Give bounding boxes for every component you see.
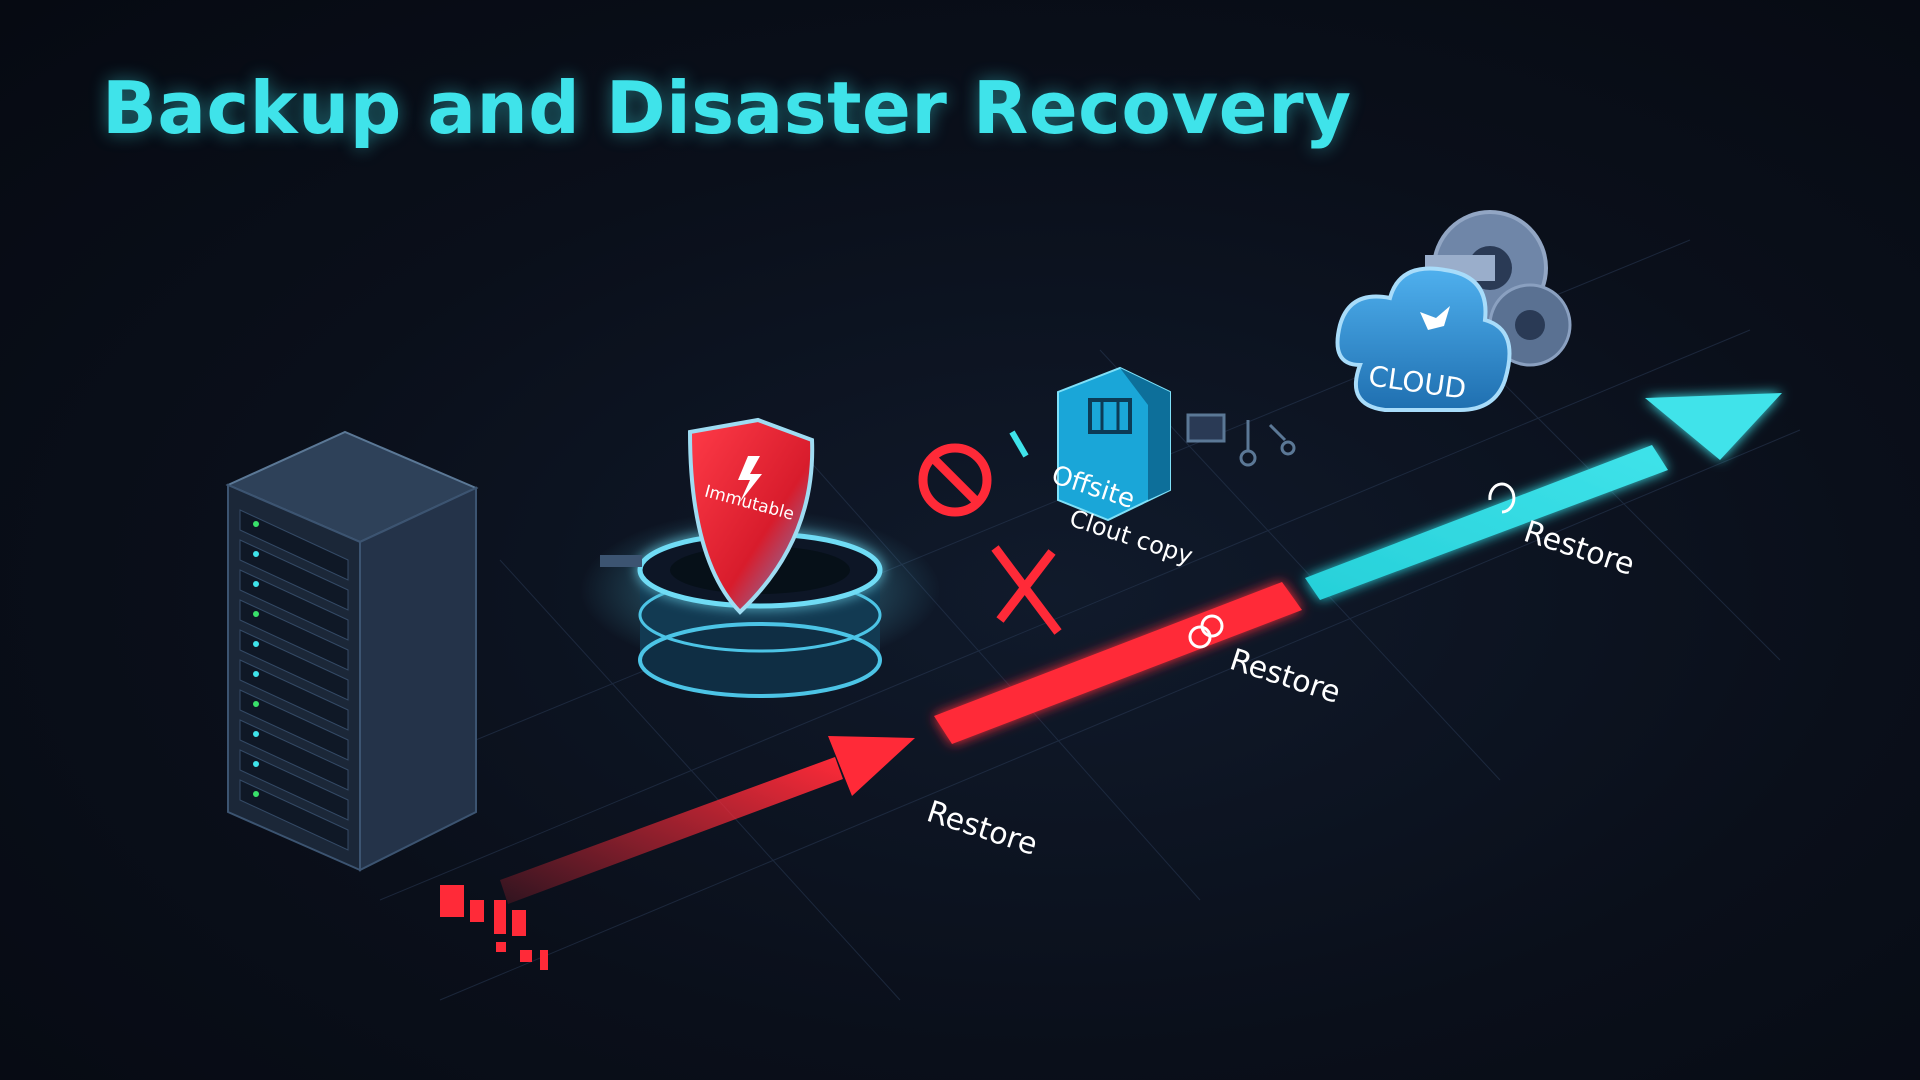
restore-label-2: Restore: [1226, 642, 1345, 710]
status-led: [253, 551, 259, 557]
prohibited-icon: [918, 443, 992, 517]
rack-unit: [239, 599, 349, 671]
arrow-icon: [500, 393, 1782, 904]
status-led: [253, 671, 259, 677]
rack-unit: [239, 749, 349, 821]
status-led: [253, 731, 259, 737]
restore-label-1: Restore: [923, 794, 1042, 862]
status-led: [253, 581, 259, 587]
rack-unit: [239, 629, 349, 701]
status-led: [253, 701, 259, 707]
floor-grid: [329, 239, 1801, 1001]
rack-unit: [239, 779, 349, 851]
rack-unit: [239, 539, 349, 611]
small-devices: [1186, 413, 1296, 467]
restore-connectors: [1188, 614, 1224, 649]
offsite-box-icon: Offsite Clout copy: [1048, 366, 1196, 570]
cloud-icon: CLOUD: [1335, 266, 1512, 412]
corrupted-data-icon: [440, 885, 548, 970]
rack-unit: [239, 719, 349, 791]
status-led: [253, 611, 259, 617]
status-led: [253, 521, 259, 527]
rack-unit: [239, 689, 349, 761]
page-title: Backup and Disaster Recovery: [102, 66, 1352, 150]
offsite-sublabel: Clout copy: [1066, 504, 1196, 570]
status-led: [253, 791, 259, 797]
refresh-icon: [1488, 482, 1516, 514]
shield-icon: Immutable: [687, 417, 815, 615]
rack-unit: [239, 659, 349, 731]
server-rack-icon: [225, 430, 479, 872]
cross-icon: [991, 545, 1062, 635]
restore-label-3: Restore: [1520, 514, 1639, 582]
rack-unit: [239, 509, 349, 581]
status-led: [253, 761, 259, 767]
rack-unit: [239, 569, 349, 641]
small-check-mark: [1009, 430, 1029, 458]
status-led: [253, 641, 259, 647]
